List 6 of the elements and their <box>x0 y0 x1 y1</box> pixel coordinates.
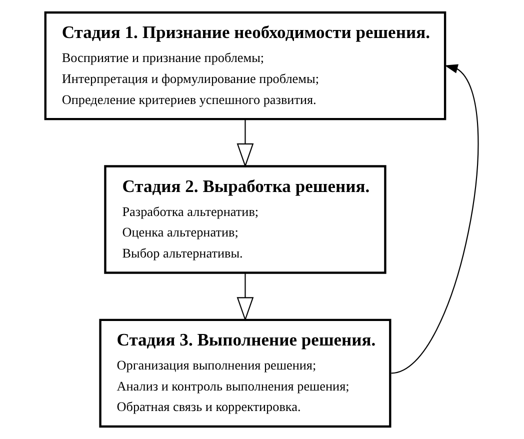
node-box: Стадия 2. Выработка решения. Разработка альтернатив; Оценка альтернатив; Выбор альтернативы. <box>104 165 386 274</box>
arrow <box>391 64 478 374</box>
node-box: Стадия 3. Выполнение решения. Организация выполнения решения; Анализ и контроль выполнения решения; Обратная связь и корректировка. <box>99 318 392 428</box>
node-box: Стадия 1. Признание необходимости решения. Восприятие и признание проблемы; Интерпретация и формулирование проблемы; Определение критериев успешного развития. <box>44 11 446 120</box>
arrow <box>236 273 254 322</box>
arrow <box>236 119 254 168</box>
